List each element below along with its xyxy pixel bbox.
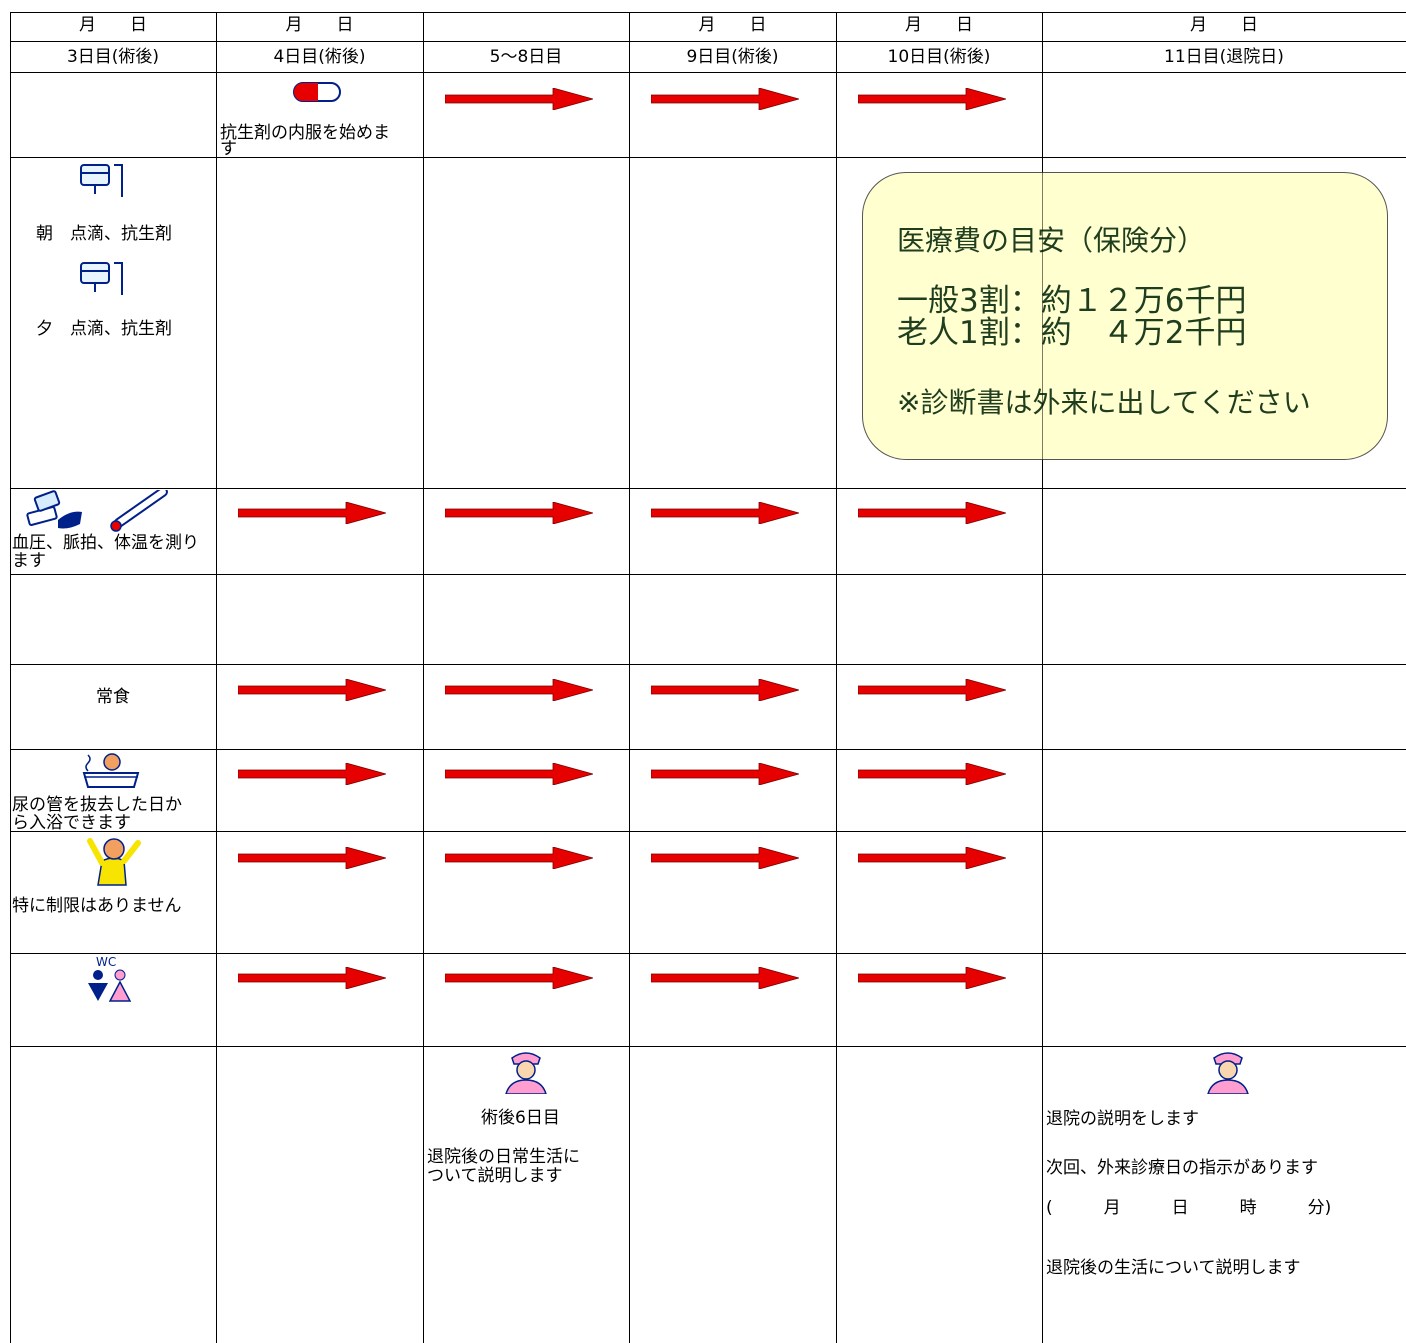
vitals-text: 血圧、脈拍、体温を測り	[12, 533, 199, 553]
continue-arrow	[651, 967, 799, 989]
grid-line	[10, 41, 1406, 42]
continue-arrow	[238, 847, 386, 869]
discharge-text: 退院後の生活について説明します	[1046, 1258, 1301, 1278]
discharge-text: 次回、外来診療日の指示があります	[1046, 1158, 1318, 1178]
continue-arrow	[445, 967, 593, 989]
continue-arrow	[858, 679, 1006, 701]
day-label: 11日目(退院日)	[1164, 47, 1284, 67]
grid-line	[10, 12, 1406, 13]
medication-text: す	[220, 139, 237, 159]
evening-drip-text: 夕 点滴、抗生剤	[36, 319, 172, 339]
continue-arrow	[445, 88, 593, 110]
blood-pressure-thermometer-icon	[26, 490, 168, 532]
medication-text: 抗生剤の内服を始めま	[220, 123, 390, 143]
bath-text: ら入浴できます	[12, 813, 131, 833]
continue-arrow	[651, 88, 799, 110]
grid-line	[1042, 172, 1043, 460]
grid-line	[10, 664, 1406, 665]
continue-arrow	[651, 502, 799, 524]
day-label: 9日目(術後)	[686, 47, 779, 67]
wc-icon: WC	[88, 955, 132, 1002]
next-visit-date-field: ( 月 日 時 分)	[1046, 1198, 1332, 1218]
stretching-person-icon	[87, 838, 141, 886]
day-label: 10日目(術後)	[887, 47, 991, 67]
grid-line	[1042, 12, 1043, 1343]
continue-arrow	[858, 967, 1006, 989]
continue-arrow	[238, 763, 386, 785]
grid-line	[10, 157, 1406, 158]
continue-arrow	[238, 967, 386, 989]
discharge-text: 退院の説明をします	[1046, 1109, 1199, 1129]
grid-line	[10, 1046, 1406, 1047]
continue-arrow	[445, 847, 593, 869]
grid-line	[10, 831, 1406, 832]
grid-line	[10, 953, 1406, 954]
continue-arrow	[858, 502, 1006, 524]
continue-arrow	[651, 847, 799, 869]
bath-text: 尿の管を抜去した日か	[12, 795, 182, 815]
day-label: 5～8日目	[489, 47, 563, 67]
date-label: 月 日	[285, 15, 354, 35]
nurse-icon	[505, 1052, 547, 1094]
grid-line	[10, 488, 1406, 489]
continue-arrow	[445, 763, 593, 785]
postop-explanation-text: ついて説明します	[427, 1166, 563, 1186]
continue-arrow	[445, 502, 593, 524]
grid-line	[423, 12, 424, 1343]
continue-arrow	[651, 763, 799, 785]
continue-arrow	[445, 679, 593, 701]
callout-general-cost: 一般3割：約１２万6千円	[897, 283, 1247, 319]
date-label: 月 日	[698, 15, 767, 35]
grid-line	[629, 12, 630, 1343]
grid-line	[10, 749, 1406, 750]
continue-arrow	[651, 679, 799, 701]
medical-cost-callout: 医療費の目安（保険分） 一般3割：約１２万6千円 老人1割：約 ４万2千円 ※診…	[862, 172, 1388, 460]
date-label: 月 日	[905, 15, 973, 35]
postop-day-text: 術後6日目	[481, 1108, 560, 1128]
grid-line	[836, 12, 837, 1343]
day-label: 4日目(術後)	[273, 47, 366, 67]
svg-text:WC: WC	[96, 955, 116, 969]
day-label: 3日目(術後)	[66, 47, 160, 67]
callout-title: 医療費の目安（保険分）	[897, 224, 1206, 257]
callout-elderly-cost: 老人1割：約 ４万2千円	[897, 315, 1247, 351]
nurse-icon	[1207, 1052, 1249, 1094]
grid-line	[10, 12, 11, 1343]
continue-arrow	[858, 847, 1006, 869]
vitals-text: ます	[12, 551, 46, 571]
grid-line	[216, 12, 217, 1343]
callout-note: ※診断書は外来に出してください	[897, 386, 1311, 419]
continue-arrow	[858, 763, 1006, 785]
continue-arrow	[858, 88, 1006, 110]
pill-icon	[293, 82, 341, 102]
continue-arrow	[238, 679, 386, 701]
grid-line	[10, 574, 1406, 575]
activity-text: 特に制限はありません	[12, 896, 182, 916]
iv-drip-icon	[80, 262, 123, 295]
postop-explanation-text: 退院後の日常生活に	[427, 1147, 580, 1167]
morning-drip-text: 朝 点滴、抗生剤	[36, 224, 172, 244]
date-label: 月 日	[79, 15, 147, 35]
iv-drip-icon	[80, 164, 123, 197]
grid-line	[10, 72, 1406, 73]
meal-text: 常食	[96, 687, 130, 707]
continue-arrow	[238, 502, 386, 524]
date-label: 月 日	[1190, 15, 1258, 35]
bath-icon	[82, 753, 140, 788]
